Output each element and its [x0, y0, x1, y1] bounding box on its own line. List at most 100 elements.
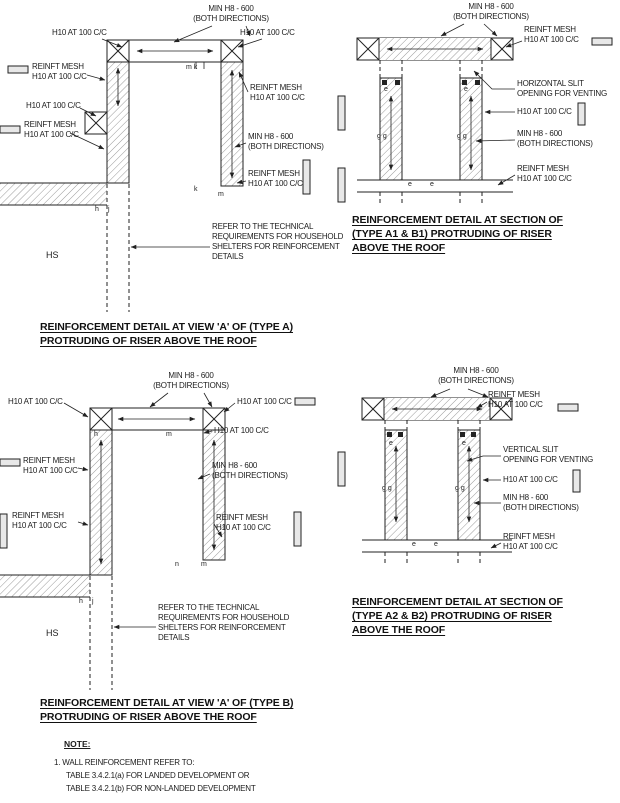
label-line: MIN H8 - 600: [208, 4, 254, 13]
label-line: DETAILS: [212, 252, 244, 261]
bar-mark: e: [389, 440, 393, 447]
label-min-h8: MIN H8 - 600 (BOTH DIRECTIONS): [517, 129, 593, 149]
label-min-h8: MIN H8 - 600 (BOTH DIRECTIONS): [503, 493, 579, 513]
label-vertical-slit: VERTICAL SLIT OPENING FOR VENTING: [503, 445, 593, 465]
a2-b2-section-linework: [337, 388, 581, 566]
bar-mark: j: [108, 206, 110, 213]
label-line: MIN H8 - 600: [517, 129, 563, 138]
label-line: DETAILS: [158, 633, 190, 642]
label-h10: H10 AT 100 C/C: [517, 107, 572, 116]
label-line: REINFT MESH: [524, 25, 576, 34]
bar-mark: e: [434, 541, 438, 548]
label-line: (BOTH DIRECTIONS): [517, 139, 593, 148]
bar-mark: e: [412, 541, 416, 548]
a1-b1-section-linework: [337, 23, 613, 205]
title-a2-b2: REINFORCEMENT DETAIL AT SECTION OF: [352, 596, 563, 608]
label-line: (BOTH DIRECTIONS): [503, 503, 579, 512]
label-h10: H10 AT 100 C/C: [8, 397, 63, 406]
bar-mark: h: [79, 598, 83, 605]
note-item: 1. WALL REINFORCEMENT REFER TO:: [54, 758, 195, 767]
bar-mark: e: [462, 440, 466, 447]
bar-mark: e: [430, 181, 434, 188]
label-reinft-mesh: REINFT MESH H10 AT 100 C/C: [488, 390, 543, 410]
label-h10: H10 AT 100 C/C: [237, 397, 292, 406]
label-line: H10 AT 100 C/C: [517, 174, 572, 183]
label-min-h8: MIN H8 - 600 (BOTH DIRECTIONS): [450, 2, 532, 22]
label-line: MIN H8 - 600: [248, 132, 294, 141]
label-h10: H10 AT 100 C/C: [214, 426, 269, 435]
title-a1-b1: (TYPE A1 & B1) PROTRUDING OF RISER: [352, 228, 552, 240]
label-line: REINFT MESH: [250, 83, 302, 92]
bar-mark: m k: [186, 64, 198, 71]
mesh-bar-icon: [557, 403, 579, 412]
label-line: MIN H8 - 600: [453, 366, 499, 375]
label-h10: H10 AT 100 C/C: [52, 28, 107, 37]
note-item: TABLE 3.4.2.1(a) FOR LANDED DEVELOPMENT …: [66, 771, 250, 780]
mesh-bar-icon: [337, 167, 346, 203]
type-b-view-linework: [0, 392, 316, 690]
label-h10: H10 AT 100 C/C: [240, 28, 295, 37]
title-a2-b2: ABOVE THE ROOF: [352, 624, 446, 636]
bar-mark: j: [92, 598, 94, 605]
label-hs: HS: [46, 250, 59, 260]
bar-mark: h: [95, 206, 99, 213]
label-reinft-mesh: REINFT MESH H10 AT 100 C/C: [216, 513, 271, 533]
label-hs: HS: [46, 628, 59, 638]
mesh-bar-icon: [0, 125, 21, 134]
label-line: REINFT MESH: [12, 511, 64, 520]
label-min-h8: MIN H8 - 600 (BOTH DIRECTIONS): [248, 132, 324, 152]
label-line: (BOTH DIRECTIONS): [453, 12, 529, 21]
label-line: VERTICAL SLIT: [503, 445, 559, 454]
title-type-a: PROTRUDING OF RISER ABOVE THE ROOF: [40, 335, 257, 347]
label-line: OPENING FOR VENTING: [503, 455, 593, 464]
label-line: (BOTH DIRECTIONS): [438, 376, 514, 385]
mesh-bar-icon: [572, 469, 581, 493]
label-min-h8: MIN H8 - 600 (BOTH DIRECTIONS): [190, 4, 272, 24]
label-line: MIN H8 - 600: [503, 493, 549, 502]
label-line: REFER TO THE TECHNICAL: [158, 603, 260, 612]
bar-mark: g g: [382, 485, 392, 492]
bar-mark: k: [194, 186, 198, 193]
label-line: REINFT MESH: [248, 169, 300, 178]
label-line: H10 AT 100 C/C: [24, 130, 79, 139]
label-reinft-mesh: REINFT MESH H10 AT 100 C/C: [23, 456, 78, 476]
mesh-bar-icon: [293, 511, 302, 547]
mesh-bar-icon: [337, 95, 346, 131]
mesh-bar-icon: [302, 159, 311, 195]
bar-mark: e: [464, 86, 468, 93]
label-h10: H10 AT 100 C/C: [26, 101, 81, 110]
label-line: H10 AT 100 C/C: [216, 523, 271, 532]
label-reinft-mesh: REINFT MESH H10 AT 100 C/C: [32, 62, 87, 82]
label-line: REINFT MESH: [216, 513, 268, 522]
label-line: H10 AT 100 C/C: [524, 35, 579, 44]
bar-mark: g g: [457, 133, 467, 140]
bar-mark: h: [94, 431, 98, 438]
mesh-bar-icon: [0, 458, 21, 467]
label-line: REINFT MESH: [517, 164, 569, 173]
label-line: MIN H8 - 600: [168, 371, 214, 380]
label-line: H10 AT 100 C/C: [250, 93, 305, 102]
label-line: REINFT MESH: [503, 532, 555, 541]
bar-mark: m: [201, 561, 207, 568]
label-line: HORIZONTAL SLIT: [517, 79, 584, 88]
mesh-bar-icon: [7, 65, 29, 74]
label-line: REFER TO THE TECHNICAL: [212, 222, 314, 231]
mesh-bar-icon: [337, 451, 346, 487]
label-line: (BOTH DIRECTIONS): [212, 471, 288, 480]
title-type-b: PROTRUDING OF RISER ABOVE THE ROOF: [40, 711, 257, 723]
note-item: TABLE 3.4.2.1(b) FOR NON-LANDED DEVELOPM…: [66, 784, 256, 793]
label-line: H10 AT 100 C/C: [12, 521, 67, 530]
label-reinft-mesh: REINFT MESH H10 AT 100 C/C: [517, 164, 572, 184]
label-line: SHELTERS FOR REINFORCEMENT: [158, 623, 286, 632]
bar-mark: g g: [377, 133, 387, 140]
mesh-bar-icon: [591, 37, 613, 46]
label-line: MIN H8 - 600: [468, 2, 514, 11]
title-a2-b2: (TYPE A2 & B2) PROTRUDING OF RISER: [352, 610, 552, 622]
label-reinft-mesh: REINFT MESH H10 AT 100 C/C: [12, 511, 67, 531]
note-heading: NOTE:: [64, 739, 91, 749]
mesh-bar-icon: [0, 513, 8, 549]
label-line: H10 AT 100 C/C: [32, 72, 87, 81]
bar-mark: e: [384, 86, 388, 93]
label-min-h8: MIN H8 - 600 (BOTH DIRECTIONS): [150, 371, 232, 391]
type-a-view-linework: [0, 25, 311, 312]
